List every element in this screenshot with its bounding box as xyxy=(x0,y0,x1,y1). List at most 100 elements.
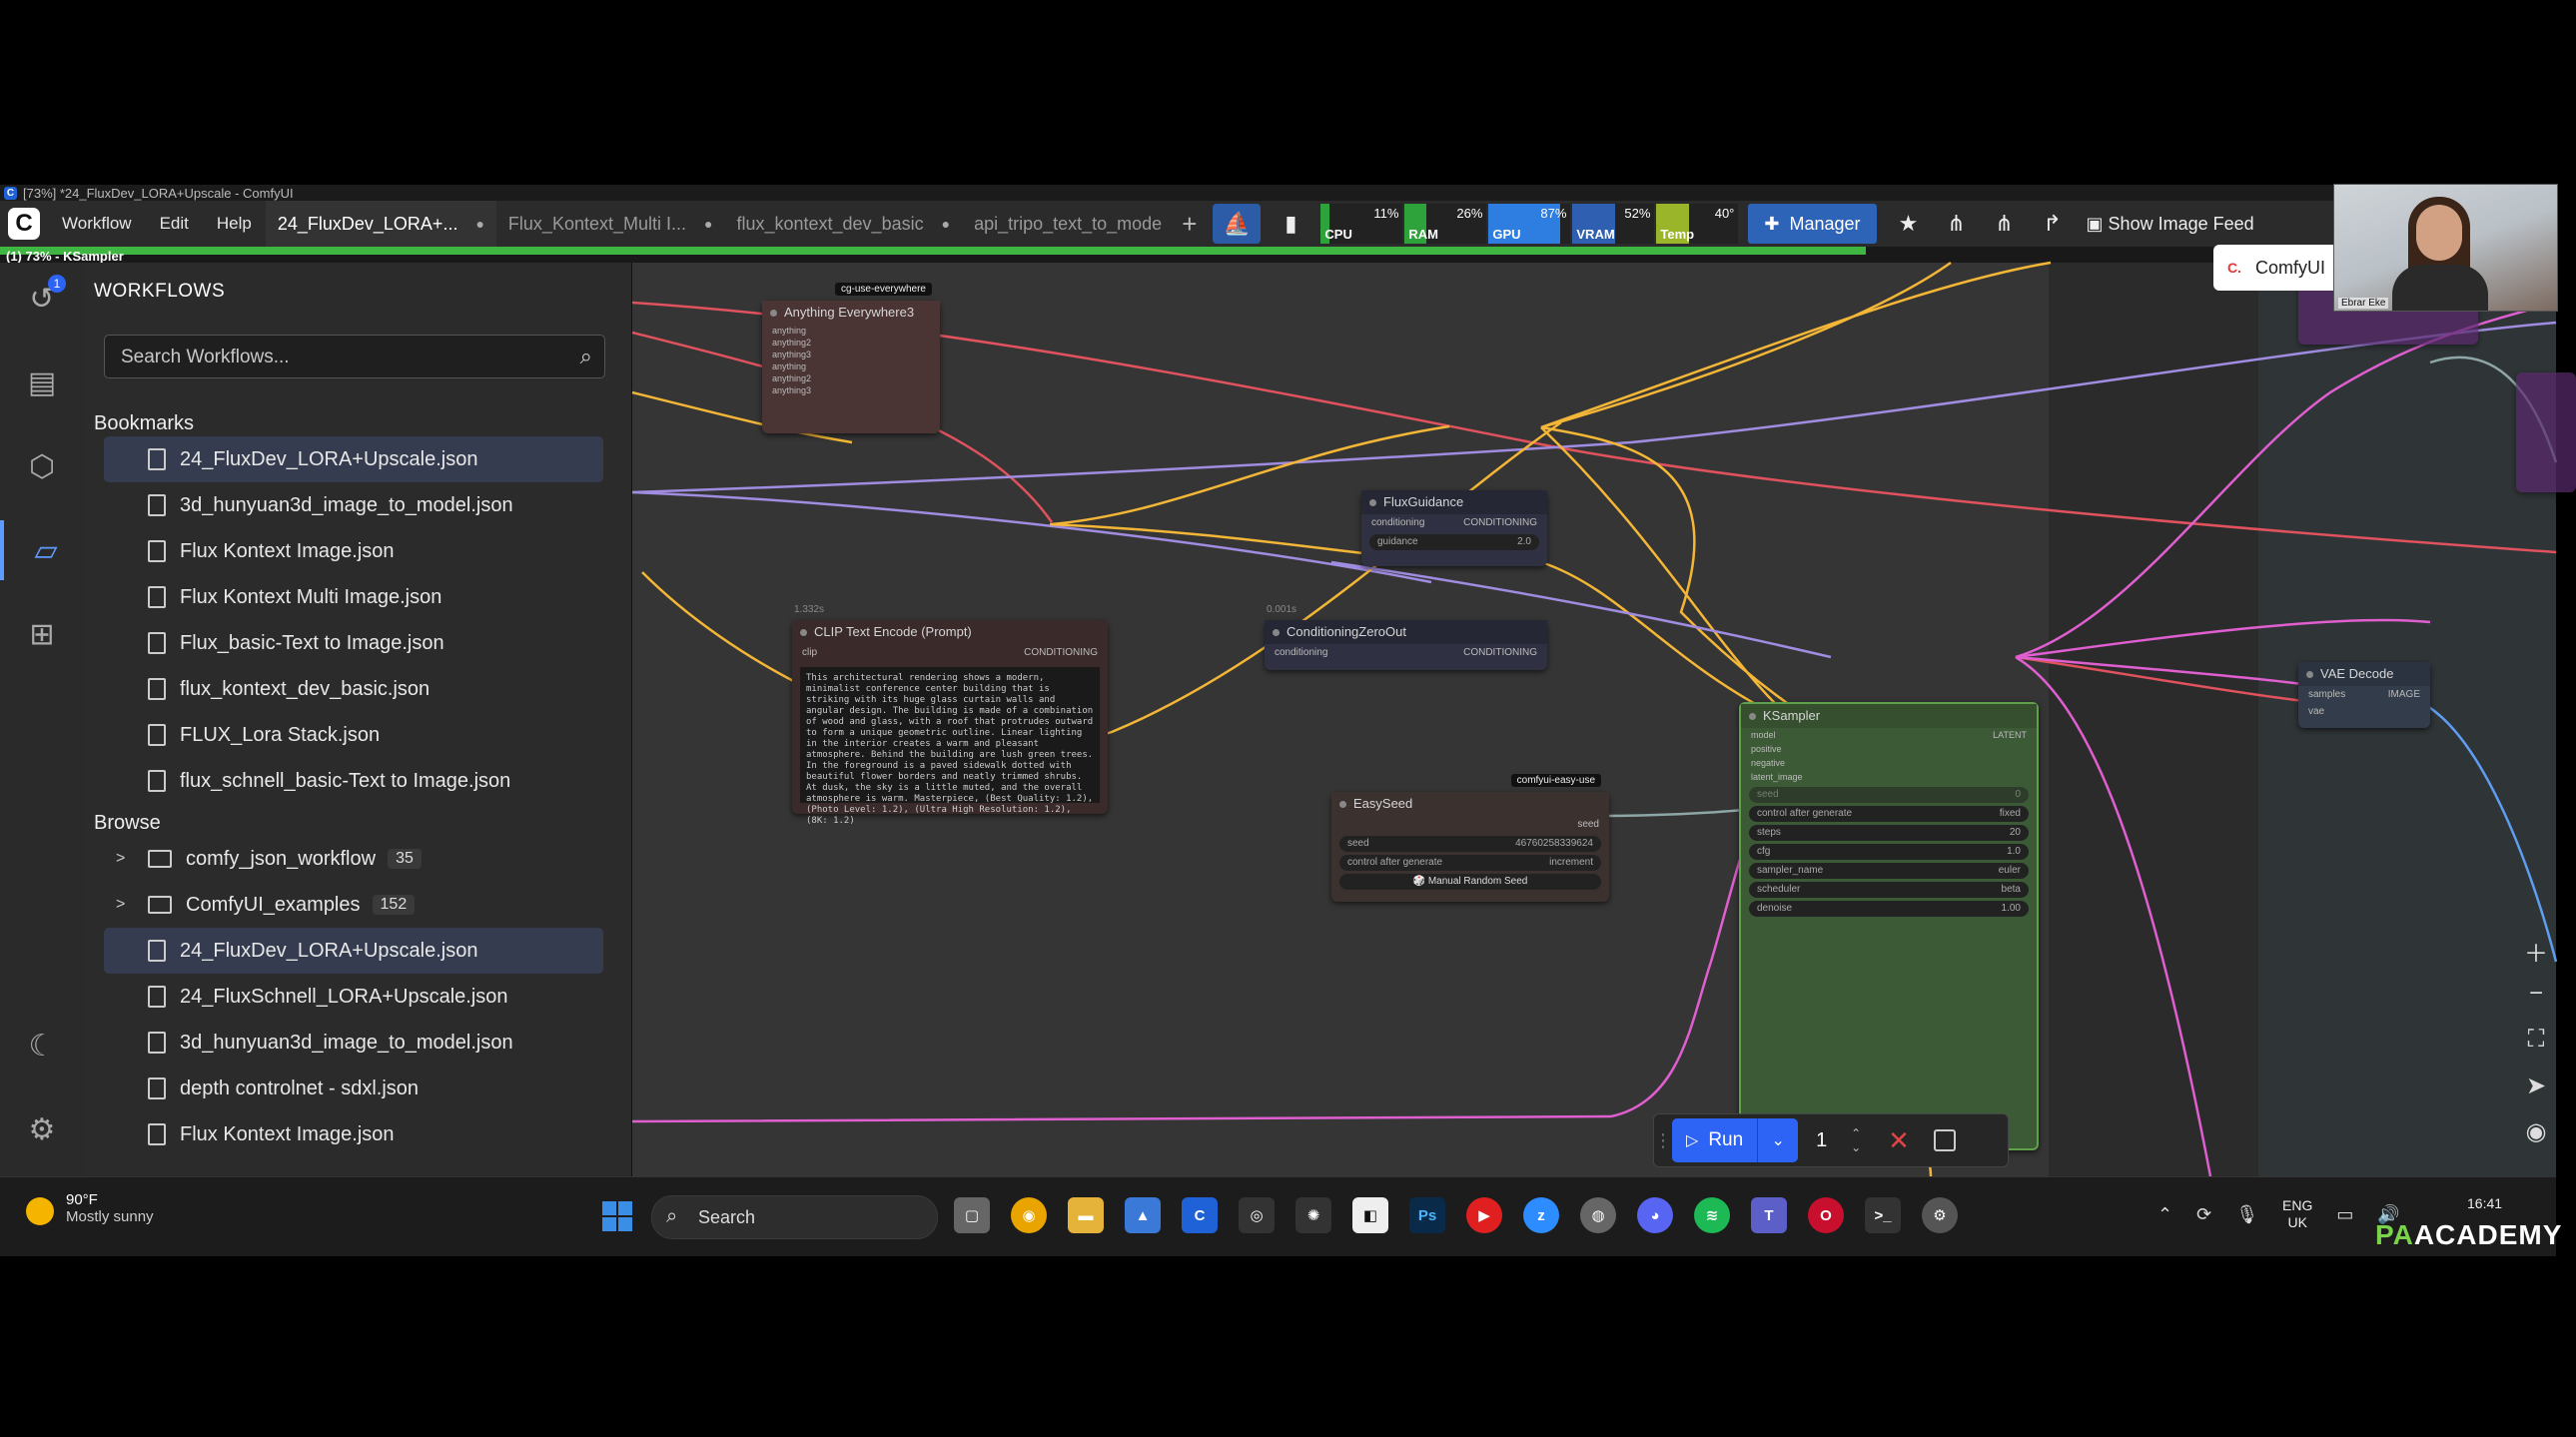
run-mode-dropdown[interactable]: ⌄ xyxy=(1757,1118,1799,1162)
settings-button[interactable]: ⚙ xyxy=(0,1099,84,1159)
menu-help[interactable]: Help xyxy=(216,214,252,233)
chevron-up-icon[interactable]: ⌃ xyxy=(1851,1126,1862,1140)
node-input-slot[interactable]: anything xyxy=(762,325,940,337)
node-partial-hidden-2[interactable] xyxy=(2516,372,2576,492)
language-indicator[interactable]: ENG UK xyxy=(2282,1197,2312,1231)
tab-workflow-4[interactable]: api_tripo_text_to_mode xyxy=(962,201,1174,247)
input-conditioning[interactable]: conditioning xyxy=(1371,517,1425,528)
weather-widget[interactable]: 90°F Mostly sunny xyxy=(26,1191,154,1225)
zoom-in-icon[interactable]: ＋ xyxy=(2524,941,2548,968)
github-icon[interactable]: ◎ xyxy=(1239,1197,1275,1233)
node-anything-everywhere[interactable]: cg-use-everywhere Anything Everywhere3 a… xyxy=(762,283,940,433)
search-input[interactable] xyxy=(119,346,562,369)
task-view-icon[interactable]: ▢ xyxy=(954,1197,990,1233)
input-vae[interactable]: vae xyxy=(2308,706,2325,717)
toolbar-sail-button[interactable]: ⛵ xyxy=(1213,204,1262,244)
node-input-slot[interactable]: negative xyxy=(1741,756,2037,770)
output-image[interactable]: IMAGE xyxy=(2387,689,2420,700)
share-button[interactable]: ↱ xyxy=(2029,204,2077,244)
toolbar-bookmark-button[interactable]: ▮ xyxy=(1267,204,1314,244)
show-image-feed-button[interactable]: ▣ Show Image Feed xyxy=(2087,214,2254,235)
graph-canvas[interactable]: cg-use-everywhere Anything Everywhere3 a… xyxy=(631,261,2576,1177)
tab-workflow-1[interactable]: 24_FluxDev_LORA+... ● xyxy=(265,201,496,247)
photos-icon[interactable]: ▲ xyxy=(1125,1197,1161,1233)
output-latent[interactable]: LATENT xyxy=(1993,730,2027,740)
output-conditioning[interactable]: CONDITIONING xyxy=(1463,647,1537,658)
model-button-1[interactable]: ⋔ xyxy=(1933,204,1981,244)
comfyui-popup[interactable]: C. ComfyUI xyxy=(2213,245,2339,291)
comfyui-logo-icon[interactable]: C xyxy=(8,208,40,240)
workflow-search[interactable]: ⌕ xyxy=(104,335,605,378)
bookmark-item[interactable]: 24_FluxDev_LORA+Upscale.json xyxy=(104,436,603,482)
chrome-icon[interactable]: ◉ xyxy=(1011,1197,1047,1233)
node-clip-text-encode[interactable]: 1.332s CLIP Text Encode (Prompt) clip CO… xyxy=(792,604,1108,826)
network-icon[interactable]: ◍ xyxy=(1580,1197,1616,1233)
control-after-generate-widget[interactable]: control after generate increment xyxy=(1339,855,1601,871)
chevron-up-icon[interactable]: ⌃ xyxy=(2157,1203,2173,1224)
tab-workflow-2[interactable]: Flux_Kontext_Multi I... ● xyxy=(496,201,725,247)
seed-widget[interactable]: seed 467602583396​24 xyxy=(1339,836,1601,852)
pointer-icon[interactable]: ➤ xyxy=(2525,1073,2547,1099)
fit-view-icon[interactable]: ⛶ xyxy=(2527,1026,2545,1053)
microphone-icon[interactable]: 🎙 xyxy=(2235,1203,2259,1224)
taskbar-search[interactable]: ⌕ Search xyxy=(651,1195,938,1239)
node-input-slot[interactable]: anything xyxy=(762,360,940,372)
input-conditioning[interactable]: conditioning xyxy=(1275,647,1328,658)
node-input-slot[interactable]: anything3 xyxy=(762,384,940,396)
run-button[interactable]: ▷ Run xyxy=(1672,1118,1758,1162)
output-conditioning[interactable]: CONDITIONING xyxy=(1024,647,1098,658)
new-tab-plus-icon[interactable]: + xyxy=(1182,208,1198,239)
bookmark-item[interactable]: Flux Kontext Image.json xyxy=(104,528,603,574)
zoom-out-icon[interactable]: − xyxy=(2528,980,2543,1007)
browse-file-item[interactable]: Flux Kontext Image.json xyxy=(104,1111,603,1157)
menu-workflow[interactable]: Workflow xyxy=(62,214,132,233)
speaker-icon[interactable]: 🔊 xyxy=(2377,1203,2400,1224)
sync-icon[interactable]: ⟳ xyxy=(2196,1203,2212,1224)
sidebar-item-node-library[interactable]: ▤ xyxy=(0,353,84,412)
teams-icon[interactable]: T xyxy=(1751,1197,1787,1233)
node-input-slot[interactable]: latent_image xyxy=(1741,770,2037,784)
tab-workflow-3[interactable]: flux_kontext_dev_basic ● xyxy=(724,201,962,247)
bookmark-item[interactable]: 3d_hunyuan3d_image_to_model.json xyxy=(104,482,603,528)
batch-count-stepper[interactable]: ⌃ ⌄ xyxy=(1846,1126,1866,1154)
sidebar-item-model-library[interactable]: ⬡ xyxy=(0,436,84,496)
node-flux-guidance[interactable]: FluxGuidance conditioning CONDITIONING g… xyxy=(1361,490,1547,566)
prompt-textarea[interactable]: This architectural rendering shows a mod… xyxy=(800,667,1100,826)
star-button[interactable]: ★ xyxy=(1885,204,1933,244)
display-icon[interactable]: ▭ xyxy=(2336,1203,2354,1224)
opera-icon[interactable]: O xyxy=(1808,1197,1844,1233)
chevron-right-icon[interactable]: > xyxy=(116,850,126,867)
capcut-icon[interactable]: ◧ xyxy=(1352,1197,1388,1233)
browse-file-item[interactable]: 24_FluxDev_LORA+Upscale.json xyxy=(104,928,603,974)
node-input-slot[interactable]: anything2 xyxy=(762,372,940,384)
cancel-button[interactable]: ✕ xyxy=(1888,1125,1910,1156)
node-easy-seed[interactable]: comfyui-easy-use EasySeed seed seed 4676… xyxy=(1331,774,1609,902)
sidebar-item-queue[interactable]: ↺ 1 xyxy=(0,269,84,329)
menu-edit[interactable]: Edit xyxy=(159,214,189,233)
windows-start-icon[interactable] xyxy=(602,1201,632,1231)
openai-icon[interactable]: ✺ xyxy=(1295,1197,1331,1233)
guidance-widget[interactable]: guidance 2.0 xyxy=(1369,534,1539,550)
manual-random-seed-button[interactable]: 🎲 Manual Random Seed xyxy=(1339,874,1601,890)
bookmark-item[interactable]: Flux_basic-Text to Image.json xyxy=(104,620,603,666)
file-explorer-icon[interactable]: ▬ xyxy=(1068,1197,1104,1233)
browse-file-item[interactable]: 24_FluxSchnell_LORA+Upscale.json xyxy=(104,974,603,1020)
chevron-right-icon[interactable]: > xyxy=(116,896,126,913)
node-input-slot[interactable]: anything3 xyxy=(762,349,940,360)
model-button-2[interactable]: ⋔ xyxy=(1981,204,2029,244)
chevron-down-icon[interactable]: ⌄ xyxy=(1851,1140,1862,1154)
node-input-slot[interactable]: positive xyxy=(1741,742,2037,756)
output-conditioning[interactable]: CONDITIONING xyxy=(1463,517,1537,528)
input-clip[interactable]: clip xyxy=(802,647,818,658)
